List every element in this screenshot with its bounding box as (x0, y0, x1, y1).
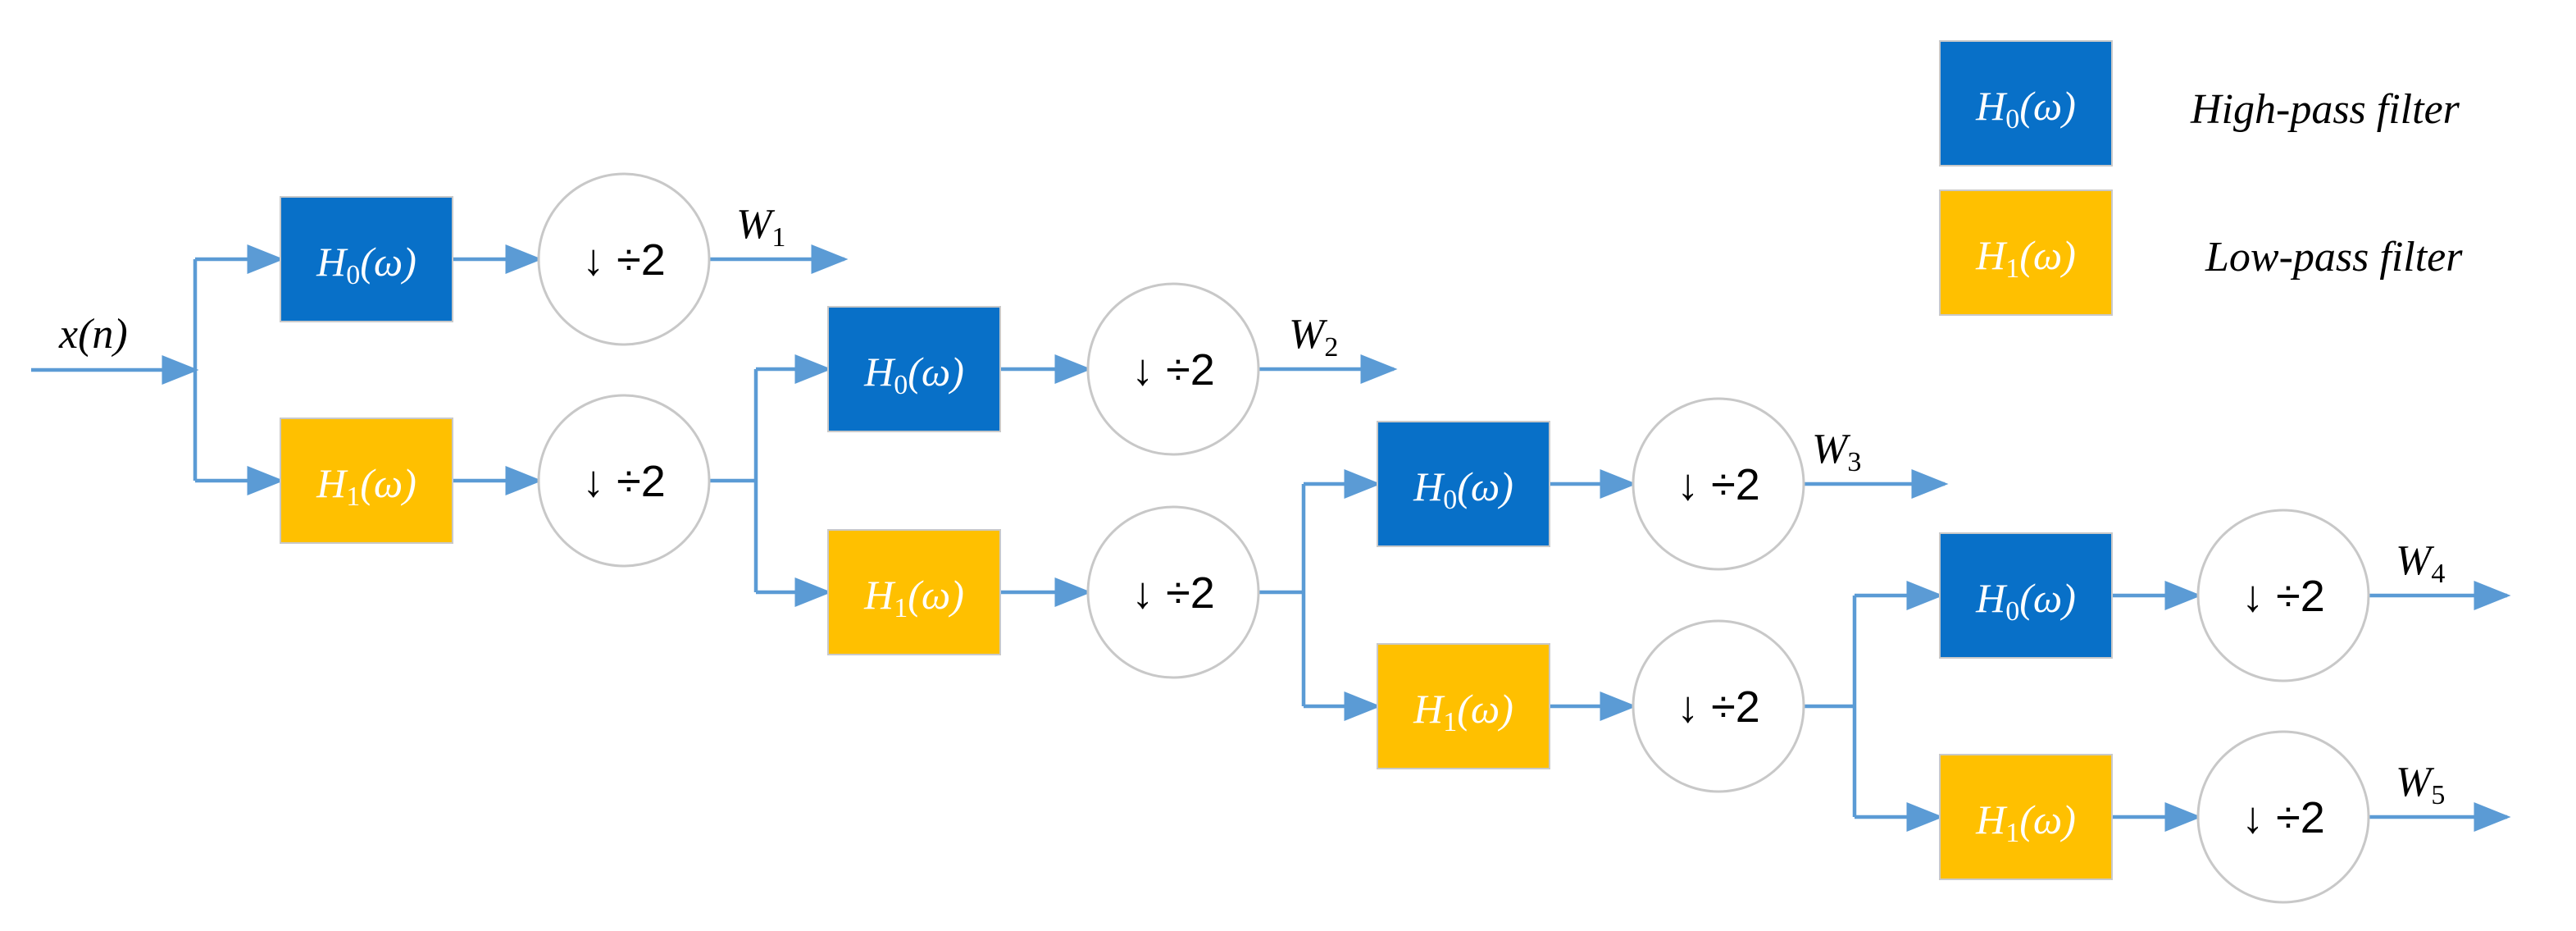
stage-1-low-downsampler: ↓ ÷2 (537, 394, 711, 568)
stage-4-high-pass-filter-box (1939, 532, 2113, 659)
input-label: x(n) (58, 311, 128, 358)
stage-1-low-pass-filter-label: H1(ω) (316, 460, 416, 512)
stage-4-low-downsampler-circle (2196, 730, 2370, 904)
connector-lines (31, 244, 2511, 832)
stage-2-high-pass-filter: H0(ω) (827, 306, 1001, 432)
stage-4-high-pass-filter: H0(ω) (1939, 532, 2113, 659)
stage-3-low-pass-filter-label: H1(ω) (1413, 686, 1513, 737)
stage-1-high-downsampler-circle (537, 172, 711, 346)
stage-4-low-pass-filter-box (1939, 754, 2113, 880)
legend-swatch (1939, 40, 2113, 167)
stage-3-low-pass-filter-box (1377, 643, 1550, 769)
stage-1-low-downsampler-circle (537, 394, 711, 568)
stage-2-high-downsampler-label: ↓ ÷2 (1131, 345, 1215, 395)
stage-3-low-downsampler: ↓ ÷2 (1632, 619, 1805, 793)
stage-4-high-pass-filter-label: H0(ω) (1975, 575, 2076, 627)
legend-item-low-pass: H1(ω) Low-pass filter (1939, 189, 2463, 316)
legend-swatch-label: H1(ω) (1975, 232, 2076, 284)
stage-2-high-pass-filter-label: H0(ω) (863, 349, 964, 400)
stage-1-low-pass-filter-box (280, 418, 453, 544)
stage-4-high-downsampler-circle (2196, 509, 2370, 682)
stage-2-low-pass-filter-label: H1(ω) (863, 572, 964, 623)
stage-2-low-downsampler-label: ↓ ÷2 (1131, 568, 1215, 618)
stage-2-low-pass-filter-box (827, 529, 1001, 655)
output-label-w4: W4 (2396, 537, 2445, 589)
stage-2-low-downsampler-circle (1086, 505, 1260, 679)
stage-4-low-pass-filter-label: H1(ω) (1975, 796, 2076, 848)
stage-1-low-pass-filter: H1(ω) (280, 418, 453, 544)
stage-4-low-downsampler: ↓ ÷2 (2196, 730, 2370, 904)
stage-3-high-downsampler: ↓ ÷2 (1632, 397, 1805, 571)
output-label-w1: W1 (736, 201, 785, 253)
stage-3-high-pass-filter: H0(ω) (1377, 421, 1550, 547)
stage-4-high-downsampler-label: ↓ ÷2 (2241, 572, 2325, 621)
output-label-w3: W3 (1812, 426, 1861, 477)
stage-2-low-pass-filter: H1(ω) (827, 529, 1001, 655)
stage-3-high-downsampler-label: ↓ ÷2 (1677, 460, 1760, 509)
stage-1-high-pass-filter-label: H0(ω) (316, 239, 416, 290)
output-label-w5: W5 (2396, 759, 2445, 810)
stage-1-low-downsampler-label: ↓ ÷2 (582, 457, 666, 506)
stage-3-low-pass-filter: H1(ω) (1377, 643, 1550, 769)
legend-text: Low-pass filter (2205, 234, 2463, 281)
stage-4-low-downsampler-label: ↓ ÷2 (2241, 793, 2325, 842)
stage-3-low-downsampler-circle (1632, 619, 1805, 793)
legend-item-high-pass: H0(ω) High-pass filter (1939, 40, 2460, 167)
legend-text: High-pass filter (2190, 86, 2460, 133)
stage-2-low-downsampler: ↓ ÷2 (1086, 505, 1260, 679)
stage-4-low-pass-filter: H1(ω) (1939, 754, 2113, 880)
stage-3-high-pass-filter-box (1377, 421, 1550, 547)
stage-4-high-downsampler: ↓ ÷2 (2196, 509, 2370, 682)
stage-1-high-pass-filter-box (280, 196, 453, 322)
stage-1-high-downsampler: ↓ ÷2 (537, 172, 711, 346)
output-label-w2: W2 (1289, 311, 1338, 363)
stage-3-high-pass-filter-label: H0(ω) (1413, 463, 1513, 515)
stage-1-high-pass-filter: H0(ω) (280, 196, 453, 322)
stage-2-high-pass-filter-box (827, 306, 1001, 432)
stage-3-low-downsampler-label: ↓ ÷2 (1677, 682, 1760, 732)
stage-1-high-downsampler-label: ↓ ÷2 (582, 235, 666, 285)
stage-2-high-downsampler-circle (1086, 282, 1260, 456)
legend-swatch-label: H0(ω) (1975, 83, 2076, 135)
stage-2-high-downsampler: ↓ ÷2 (1086, 282, 1260, 456)
stage-3-high-downsampler-circle (1632, 397, 1805, 571)
legend-swatch (1939, 189, 2113, 316)
